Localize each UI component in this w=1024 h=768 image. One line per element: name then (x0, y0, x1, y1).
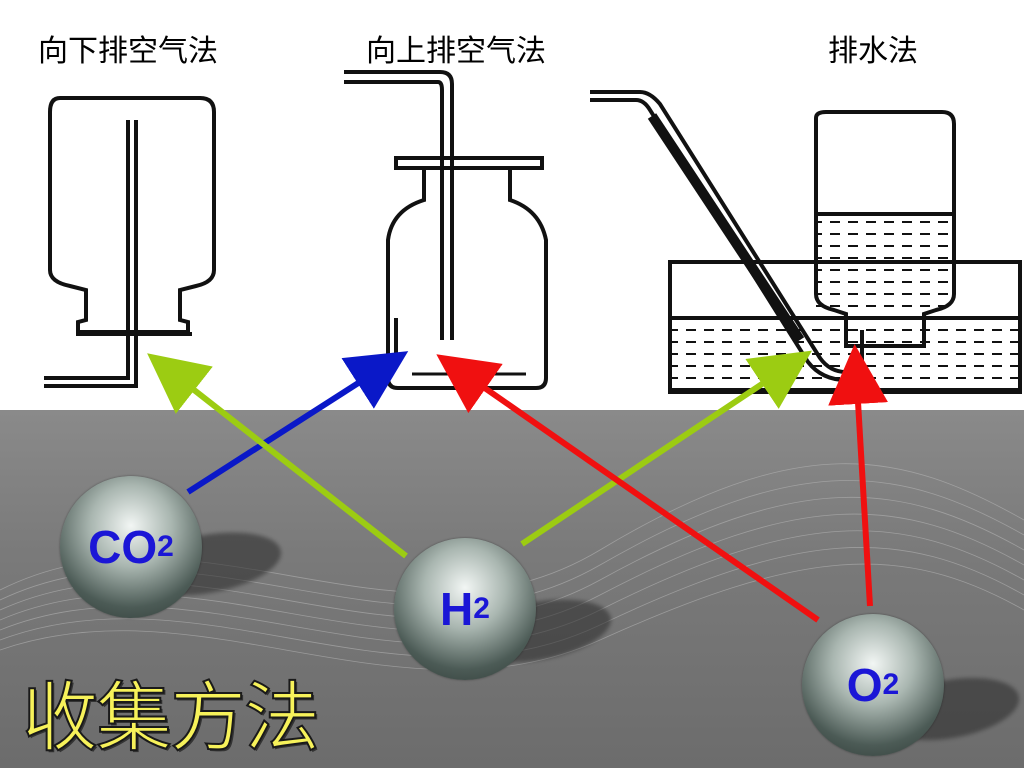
h2-to-downward-arrow (147, 353, 408, 559)
o2-to-water-arrow (828, 344, 889, 607)
upward-air-label: 向上排空气法 (366, 34, 546, 69)
upright-bottle-apparatus (344, 70, 548, 390)
inverted-bottle-apparatus (44, 96, 216, 388)
co2-to-upward-arrow (186, 351, 409, 495)
h2-to-water-arrow (520, 350, 812, 547)
downward-air-label: 向下排空气法 (38, 34, 218, 69)
water-trough-apparatus (590, 90, 1022, 394)
apparatus-drawings (44, 70, 1022, 394)
slide-title: 收集方法 (21, 672, 321, 763)
o2-to-upward-arrow (436, 354, 820, 623)
water-displacement-label: 排水法 (828, 34, 918, 69)
